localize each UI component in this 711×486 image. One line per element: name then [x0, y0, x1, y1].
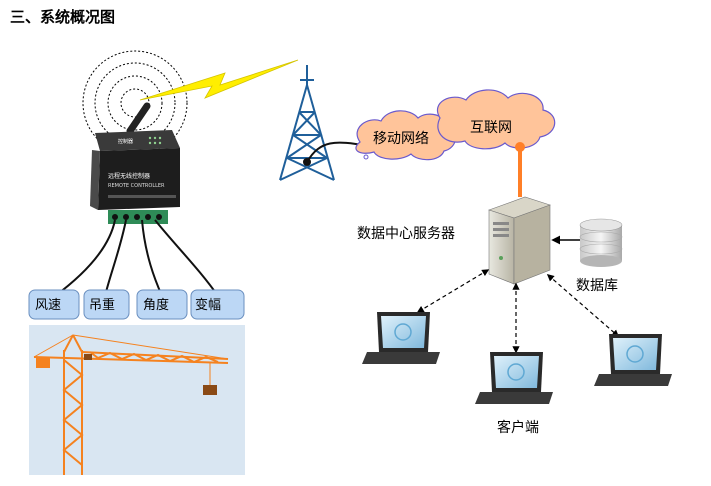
page-title: 三、系统概况图	[10, 8, 116, 26]
tower-crane-image	[29, 325, 245, 475]
clients-label: 客户端	[497, 419, 539, 436]
database-icon	[579, 218, 623, 267]
sensor-box-luffing: 变幅	[190, 289, 245, 320]
device-name-cn: 远程无线控制器	[108, 172, 150, 180]
internet-server-link	[515, 142, 525, 197]
laptop-icon	[594, 334, 672, 386]
internet-cloud: 互联网	[437, 89, 556, 150]
sensor-label: 风速	[35, 298, 61, 313]
server-label: 数据中心服务器	[357, 226, 455, 242]
sensor-label: 吊重	[89, 297, 115, 313]
server-icon	[488, 196, 551, 285]
mobile-network-cloud: 移动网络	[355, 110, 457, 161]
laptop-icon	[475, 352, 553, 404]
lightning-bolt-icon	[139, 59, 299, 101]
sensor-box-angle: 角度	[136, 289, 188, 320]
database-label: 数据库	[576, 278, 618, 294]
laptop-icon	[362, 312, 440, 364]
mobile-network-label: 移动网络	[373, 131, 429, 147]
sensor-list: 风速 吊重 角度 变幅	[28, 289, 245, 320]
sensor-cables	[54, 219, 219, 297]
status-leds	[148, 136, 162, 145]
client-links	[416, 269, 620, 354]
sensor-box-load: 吊重	[83, 289, 130, 320]
sensor-box-wind-speed: 风速	[28, 289, 80, 320]
internet-label: 互联网	[470, 120, 512, 136]
antenna-icon	[126, 102, 151, 135]
sensor-label: 变幅	[195, 297, 221, 313]
sensor-label: 角度	[143, 297, 169, 313]
remote-controller-device: 控制器 远程无线控制器 REMOTE CONTROLLER	[90, 130, 180, 224]
device-brand: 控制器	[118, 138, 133, 145]
device-name-en: REMOTE CONTROLLER	[108, 183, 165, 189]
